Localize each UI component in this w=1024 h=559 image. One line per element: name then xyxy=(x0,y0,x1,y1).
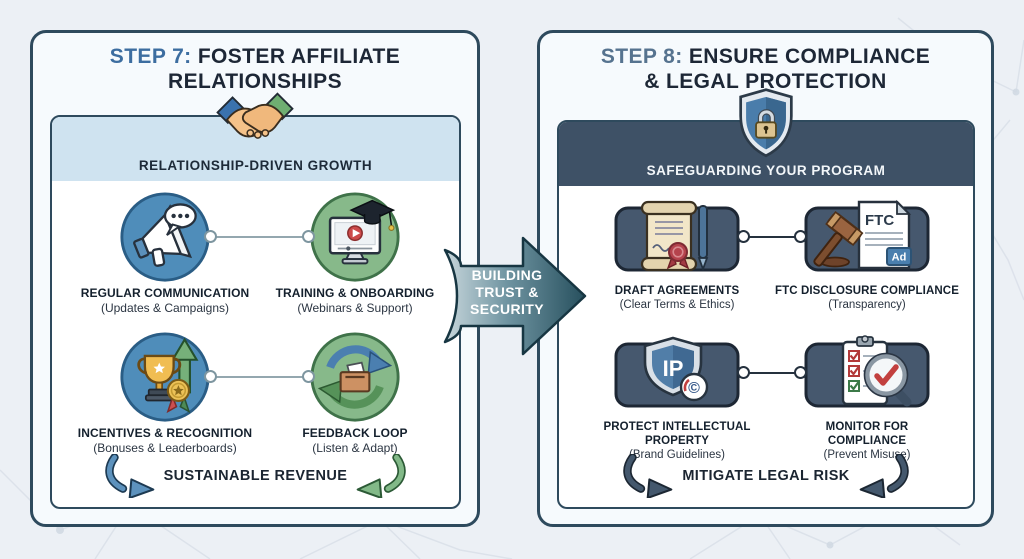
connector-dot xyxy=(204,230,217,243)
svg-text:©: © xyxy=(688,380,700,397)
ip-shield-icon: IP © xyxy=(614,336,740,408)
step8-inner-box: SAFEGUARDING YOUR PROGRAM DRAFT AGREEME xyxy=(557,120,975,509)
connector-dot xyxy=(794,366,807,379)
connector-row2 xyxy=(211,376,309,378)
megaphone-icon xyxy=(120,192,210,282)
connector-dot xyxy=(737,366,750,379)
agreement-scroll-icon xyxy=(614,200,740,272)
connector-dot xyxy=(302,370,315,383)
item-sublabel: (Listen & Adapt) xyxy=(312,440,398,455)
step8-footer-text: MITIGATE LEGAL RISK xyxy=(682,468,850,484)
dark-curved-arrow-icon xyxy=(623,454,673,498)
svg-text:IP: IP xyxy=(663,356,684,381)
item-sublabel: (Updates & Campaigns) xyxy=(100,300,230,315)
item-label: FTC DISCLOSURE COMPLIANCE (Transparency) xyxy=(763,284,971,312)
blue-curved-arrow-icon xyxy=(104,454,154,498)
feedback-loop-icon xyxy=(310,332,400,422)
step8-panel: STEP 8: ENSURE COMPLIANCE & LEGAL PROTEC… xyxy=(537,30,994,527)
connector-dot xyxy=(737,230,750,243)
step8-footer: MITIGATE LEGAL RISK xyxy=(559,454,973,498)
item-sublabel: (Transparency) xyxy=(828,299,906,312)
building-trust-arrow xyxy=(443,236,587,356)
item-label: MONITOR FOR COMPLIANCE (Prevent Misuse) xyxy=(792,420,942,462)
item-label: TRAINING & ONBOARDING (Webinars & Suppor… xyxy=(249,286,459,315)
shield-lock-icon xyxy=(738,88,793,158)
svg-text:FTC: FTC xyxy=(865,212,894,229)
item-sublabel: (Bonuses & Leaderboards) xyxy=(93,440,237,455)
svg-text:Ad: Ad xyxy=(892,252,907,264)
item-label: INCENTIVES & RECOGNITION (Bonuses & Lead… xyxy=(59,426,271,455)
green-curved-arrow-icon xyxy=(357,454,407,498)
step7-inner-box: RELATIONSHIP-DRIVEN GROWTH REGULAR COMMU… xyxy=(50,115,461,509)
ftc-gavel-icon: FTC Ad xyxy=(804,199,930,272)
item-sublabel: (Brand Guidelines) xyxy=(629,449,725,462)
item-label: FEEDBACK LOOP (Listen & Adapt) xyxy=(249,426,459,455)
item-label: REGULAR COMMUNICATION (Updates & Campaig… xyxy=(59,286,271,315)
compliance-checklist-icon xyxy=(804,335,930,408)
training-monitor-icon xyxy=(310,192,400,282)
step7-title-prefix: STEP 7: xyxy=(109,45,192,68)
step8-title-prefix: STEP 8: xyxy=(600,45,683,68)
item-sublabel: (Prevent Misuse) xyxy=(823,449,911,462)
item-label: DRAFT AGREEMENTS (Clear Terms & Ethics) xyxy=(577,284,777,312)
trophy-recognition-icon xyxy=(120,332,210,422)
handshake-icon xyxy=(216,92,294,139)
step7-title: STEP 7: FOSTER AFFILIATE RELATIONSHIPS xyxy=(109,45,401,94)
step7-footer: SUSTAINABLE REVENUE xyxy=(52,454,459,498)
dark-curved-arrow-icon xyxy=(859,454,909,498)
connector-row2 xyxy=(743,372,801,374)
item-sublabel: (Webinars & Support) xyxy=(297,300,413,315)
item-sublabel: (Clear Terms & Ethics) xyxy=(619,299,735,312)
step7-footer-text: SUSTAINABLE REVENUE xyxy=(163,468,348,484)
connector-row1 xyxy=(211,236,309,238)
step7-panel: STEP 7: FOSTER AFFILIATE RELATIONSHIPS R… xyxy=(30,30,480,527)
connector-dot xyxy=(302,230,315,243)
connector-dot xyxy=(204,370,217,383)
item-label: PROTECT INTELLECTUAL PROPERTY (Brand Gui… xyxy=(592,420,762,462)
step8-title: STEP 8: ENSURE COMPLIANCE & LEGAL PROTEC… xyxy=(600,45,931,94)
building-trust-label: BUILDING TRUST & SECURITY xyxy=(470,267,544,317)
connector-dot xyxy=(794,230,807,243)
connector-row1 xyxy=(743,236,801,238)
